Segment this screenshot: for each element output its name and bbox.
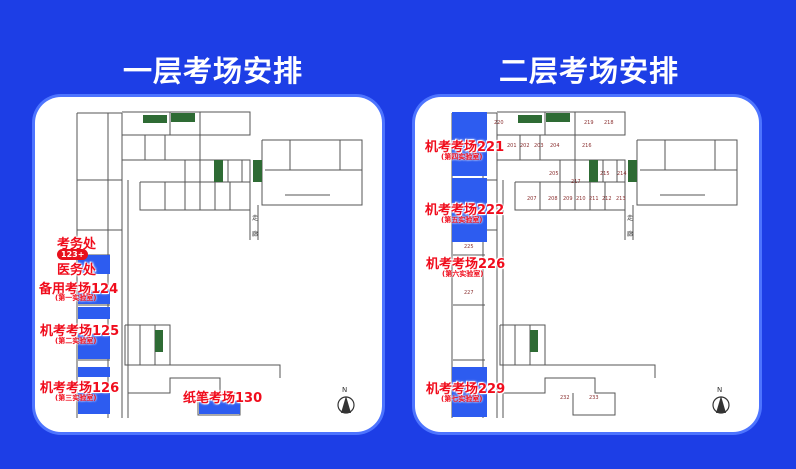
room-226-sublabel: (第六实验室) (442, 270, 484, 278)
north-arrow-icon: N (337, 386, 355, 414)
north-arrow-icon: N (712, 386, 730, 414)
exit-sign-icon (530, 330, 538, 352)
room-number: 218 (604, 120, 614, 126)
compass-label: N (342, 386, 347, 394)
room-medical-blue (78, 255, 110, 274)
floor1-plan-walls (76, 111, 363, 419)
room-125-blue (78, 333, 110, 359)
corridor-label: 廊 (252, 230, 258, 238)
exit-sign-icon (589, 160, 598, 182)
room-126-blue (78, 393, 110, 414)
room-number: 232 (560, 395, 570, 401)
floor1-exam-rooms (78, 255, 240, 414)
room-126-label: 机考考场126 (40, 381, 120, 396)
room-number: 207 (527, 196, 537, 202)
corridor-label: 走 (252, 214, 258, 222)
exit-sign-icon (628, 160, 637, 182)
room-124-sublabel: (第一实验室) (55, 294, 97, 302)
room-number: 210 (576, 196, 586, 202)
corridor-label: 廊 (627, 230, 633, 238)
room-number: 217 (571, 179, 581, 185)
room-number: 203 (534, 143, 544, 149)
room-130-label: 纸笔考场130 (183, 391, 263, 406)
room-number: 220 (494, 120, 504, 126)
floor2-exam-rooms (452, 112, 487, 417)
room-229-blue (452, 367, 487, 417)
room-222-sublabel: (第五实验室) (441, 216, 483, 224)
floor2-title: 二层考场安排 (499, 54, 680, 88)
room-222-blue (452, 178, 487, 242)
exit-sign-icon (214, 160, 223, 182)
room-222-label: 机考考场222 (425, 203, 505, 218)
room-number: 213 (616, 196, 626, 202)
room-126-sublabel: (第三实验室) (55, 394, 97, 402)
room-221-blue (452, 112, 487, 176)
room-229-sublabel: (第七实验室) (441, 395, 483, 403)
room-221-label: 机考考场221 (425, 140, 505, 155)
room-number: 205 (549, 171, 559, 177)
room-125b-blue (78, 367, 110, 377)
room-number: 215 (600, 171, 610, 177)
room-229-label: 机考考场229 (426, 382, 506, 397)
room-125-label: 机考考场125 (40, 324, 120, 339)
room-numbers: 220 219 218 201 202 203 204 216 205 215 … (464, 120, 627, 401)
exit-sign-icon (518, 115, 542, 123)
compass-label: N (717, 386, 722, 394)
room-number: 214 (617, 171, 627, 177)
exit-sign-icon (546, 113, 570, 122)
room-number: 219 (584, 120, 594, 126)
exit-sign-icon (143, 115, 167, 123)
room-226-label: 机考考场226 (426, 257, 506, 272)
room-number: 201 (507, 143, 517, 149)
floor1-exit-signs (143, 113, 262, 352)
corridor-label: 走 (627, 214, 633, 222)
room-number: 212 (602, 196, 612, 202)
room-number: 225 (464, 244, 474, 250)
room-number: 233 (589, 395, 599, 401)
room-number: 211 (589, 196, 599, 202)
exit-sign-icon (253, 160, 262, 182)
room-number: 204 (550, 143, 560, 149)
floor1-title: 一层考场安排 (123, 54, 304, 88)
room-124b-blue (78, 307, 110, 319)
room-number: 202 (520, 143, 530, 149)
phone-plus-icon: 123+ (57, 249, 89, 260)
room-221-sublabel: (第四实验室) (441, 153, 483, 161)
room-number: 209 (563, 196, 573, 202)
room-number: 208 (548, 196, 558, 202)
floor2-exit-signs (518, 113, 637, 352)
exit-sign-icon (171, 113, 195, 122)
room-125-sublabel: (第二实验室) (55, 337, 97, 345)
room-124-label: 备用考场124 (39, 282, 119, 297)
exam-office-label: 考务处 (57, 237, 97, 252)
medical-office-label: 医务处 (57, 263, 97, 278)
room-130-blue (199, 400, 240, 414)
room-number: 227 (464, 290, 474, 296)
room-124-blue (78, 290, 110, 304)
room-number: 216 (582, 143, 592, 149)
exit-sign-icon (155, 330, 163, 352)
